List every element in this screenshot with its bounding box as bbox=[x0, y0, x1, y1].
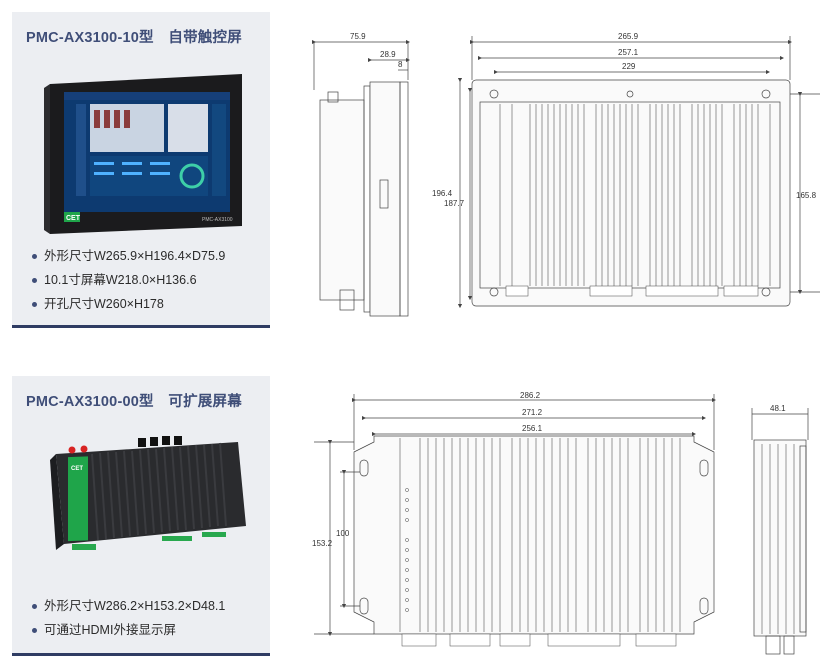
dim-label: 28.9 bbox=[380, 50, 396, 59]
dim-label: 48.1 bbox=[770, 404, 786, 413]
dim-label: 229 bbox=[622, 62, 636, 71]
product-title: PMC-AX3100-00型 可扩展屏幕 bbox=[26, 394, 242, 410]
svg-text:CET: CET bbox=[71, 466, 83, 472]
dim-label: 187.7 bbox=[444, 199, 465, 208]
dimension-drawing-top: 75.9 28.9 8 265.9 257.1 229 196.4 bbox=[311, 32, 820, 317]
svg-text:CET: CET bbox=[66, 215, 81, 222]
spec-item: 可通过HDMI外接显示屏 bbox=[32, 618, 225, 642]
touchscreen-device-photo: CET PMC-AX3100 bbox=[44, 74, 242, 234]
spec-item: 外形尺寸W286.2×H153.2×D48.1 bbox=[32, 594, 225, 618]
dim-label: 153.2 bbox=[312, 539, 333, 548]
dim-label: 100 bbox=[336, 529, 350, 538]
product-card-ax3100-00: PMC-AX3100-00型 可扩展屏幕 CET 外形尺寸W286.2×H153… bbox=[12, 376, 270, 656]
logo-badge bbox=[64, 212, 80, 222]
dim-label: 165.8 bbox=[796, 191, 817, 200]
dimension-drawing-bottom: 286.2 271.2 256.1 153.2 100 48.1 bbox=[312, 391, 809, 655]
dim-label: 196.4 bbox=[432, 189, 453, 198]
product-card-ax3100-10: PMC-AX3100-10型 自带触控屏 CET PMC-AX3100 外形尺寸… bbox=[12, 12, 270, 328]
spec-item: 10.1寸屏幕W218.0×H136.6 bbox=[32, 268, 225, 292]
svg-text:PMC-AX3100: PMC-AX3100 bbox=[202, 217, 233, 223]
spec-list: 外形尺寸W265.9×H196.4×D75.9 10.1寸屏幕W218.0×H1… bbox=[32, 244, 225, 316]
dim-label: 271.2 bbox=[522, 408, 543, 417]
dim-label: 265.9 bbox=[618, 32, 639, 41]
spec-item: 开孔尺寸W260×H178 bbox=[32, 292, 225, 316]
dim-label: 286.2 bbox=[520, 391, 541, 400]
product-title: PMC-AX3100-10型 自带触控屏 bbox=[26, 30, 242, 46]
spec-item: 外形尺寸W265.9×H196.4×D75.9 bbox=[32, 244, 225, 268]
dim-label: 8 bbox=[398, 60, 403, 69]
spec-list: 外形尺寸W286.2×H153.2×D48.1 可通过HDMI外接显示屏 bbox=[32, 594, 225, 642]
dim-label: 75.9 bbox=[350, 32, 366, 41]
box-device-photo: CET bbox=[50, 436, 246, 550]
dim-label: 257.1 bbox=[618, 48, 639, 57]
dim-label: 256.1 bbox=[522, 424, 543, 433]
